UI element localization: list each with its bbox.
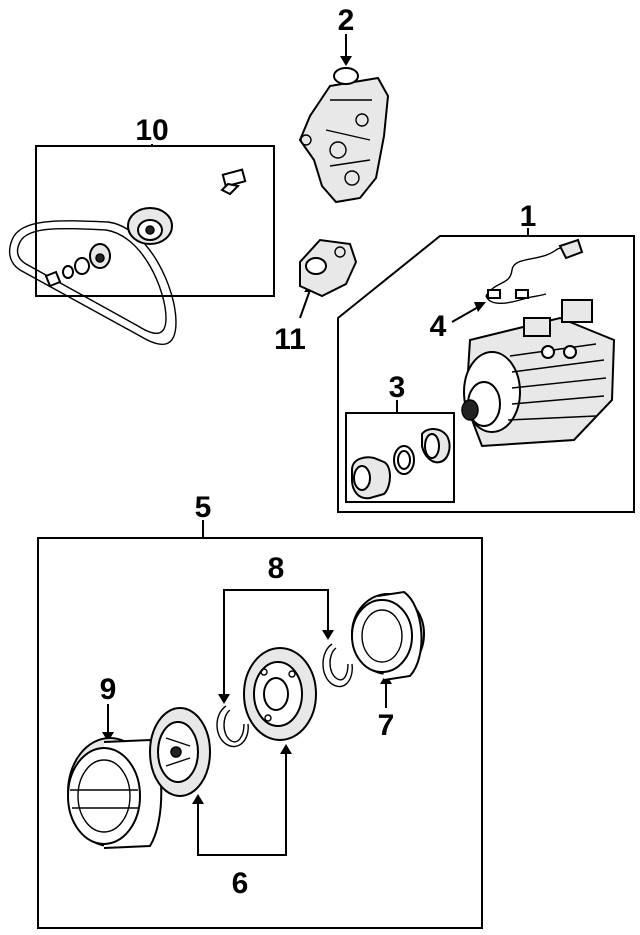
compressor-illustration [461,299,616,448]
arrowhead-2 [340,56,352,66]
callout-6: 6 [232,867,249,900]
idler-bracket-illustration [299,238,358,298]
leader-11 [299,289,311,319]
callout-5: 5 [195,491,212,524]
callout-1: 1 [520,200,537,233]
callout-7: 7 [378,709,395,742]
pulley-hardware-illustration [44,243,111,288]
snap-ring-illustration-a [216,705,249,748]
clutch-hub-illustration [149,707,211,797]
callout-4: 4 [430,310,447,343]
arrowhead-8b [322,630,334,640]
tensioner-pulley-illustration [127,207,173,245]
arrowhead-6a [192,794,204,804]
callout-10: 10 [135,114,168,147]
arrowhead-8a [218,694,230,704]
clutch-coil-illustration [243,647,317,741]
bearing-illustration [351,590,425,681]
mounting-bracket-illustration [298,67,390,204]
compressor-group-box [337,235,635,513]
pulley-bolt-illustration [220,168,247,196]
seal-kit-box [345,412,455,503]
arrowhead-4 [474,302,486,312]
leader-6 [197,750,287,856]
drive-belt-illustration [8,220,177,346]
arrowhead-6b [280,744,292,754]
snap-ring-illustration-b [322,643,353,688]
belt-group-box [35,145,275,297]
leader-8 [223,589,329,700]
arrowhead-9 [102,732,114,742]
wiring-harness-illustration [485,238,584,304]
callout-8: 8 [268,552,285,585]
shaft-seal-kit-illustration [351,428,451,500]
callout-2: 2 [338,4,355,37]
callout-11: 11 [274,323,306,356]
clutch-pulley-illustration [67,737,163,849]
callout-3: 3 [389,371,406,404]
clutch-group-box [37,537,483,929]
callout-9: 9 [100,673,117,706]
leader-4 [451,305,481,323]
